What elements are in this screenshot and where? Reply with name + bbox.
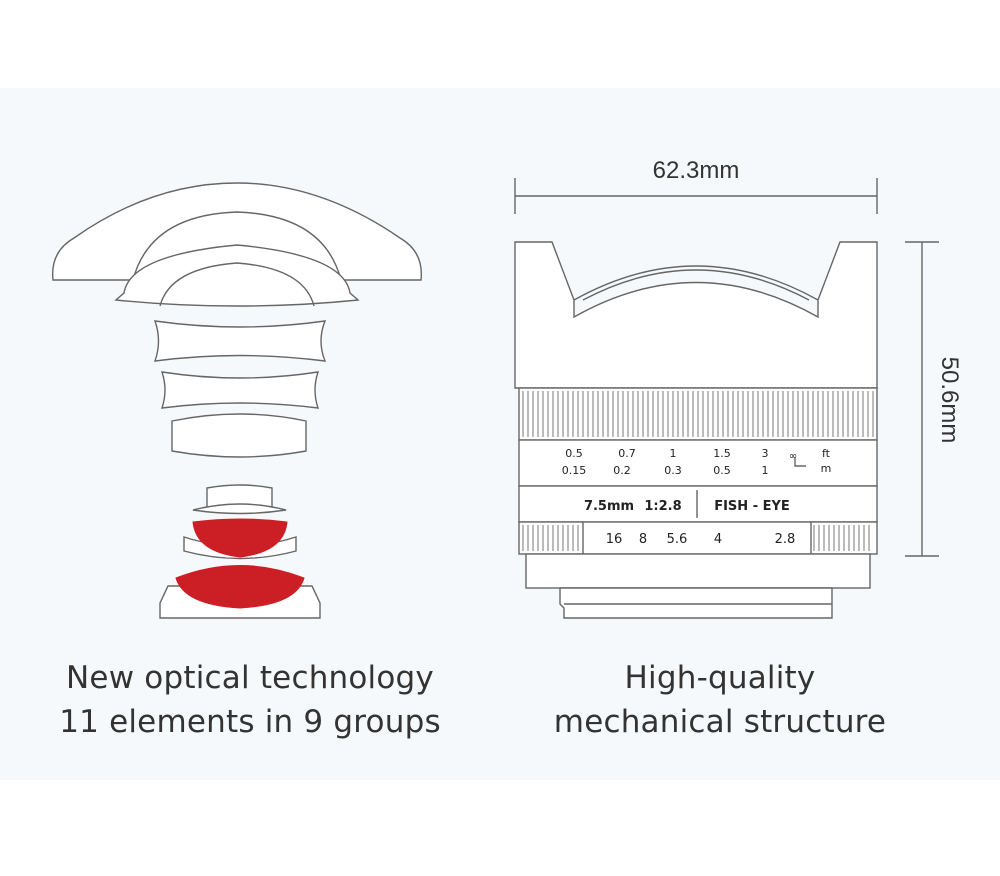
f-stop-8: 8 (639, 532, 647, 547)
label-band (518, 485, 878, 523)
lens-element-5 (171, 413, 307, 458)
lens-mount (559, 587, 833, 619)
ft-mark-0.7: 0.7 (618, 447, 636, 460)
f-stop-2.8: 2.8 (775, 532, 796, 547)
optical-caption-line-1: New optical technology (66, 660, 434, 696)
infinity-bracket (794, 458, 806, 467)
mechanical-caption-line-2: mechanical structure (553, 704, 887, 740)
front-glass-outer (573, 265, 819, 301)
red-lens-element-1 (192, 518, 288, 558)
optical-caption-line-2: 11 elements in 9 groups (59, 704, 441, 740)
lens-element-2-inner (159, 262, 315, 307)
red-lens-element-2 (175, 565, 305, 609)
m-unit: m (821, 462, 832, 475)
optical-caption: New optical technology 11 elements in 9 … (20, 656, 480, 744)
lens-element-7 (192, 503, 287, 515)
ft-mark-3: 3 (762, 447, 769, 460)
focus-ring-knurling (522, 391, 874, 437)
aperture-ring-knurling (522, 525, 870, 551)
m-mark-0.2: 0.2 (613, 464, 631, 477)
lens-element-3 (153, 320, 327, 362)
f-stop-5.6: 5.6 (667, 532, 688, 547)
width-dimension-label: 62.3mm (653, 157, 740, 184)
mechanical-caption-line-1: High-quality (624, 660, 816, 696)
distance-scale-barrel (518, 439, 878, 487)
ft-unit: ft (822, 447, 831, 460)
lens-type-label: FISH - EYE (714, 499, 790, 514)
ft-mark-1.5: 1.5 (713, 447, 731, 460)
lens-element-4 (160, 371, 320, 409)
m-mark-0.15: 0.15 (562, 464, 587, 477)
lens-hood (514, 241, 878, 389)
optical-diagram (51, 182, 423, 619)
front-glass-inner (582, 269, 810, 301)
focal-length-label: 7.5mm (584, 499, 634, 514)
mechanical-diagram (514, 178, 939, 619)
lens-element-1-inner (132, 211, 342, 281)
f-stop-4: 4 (714, 532, 722, 547)
ft-mark-infinity: ∞ (789, 451, 797, 462)
f-stop-16: 16 (606, 532, 623, 547)
m-mark-0.3: 0.3 (664, 464, 682, 477)
aperture-ring (518, 521, 878, 555)
mechanical-caption: High-quality mechanical structure (490, 656, 950, 744)
ft-mark-1: 1 (670, 447, 677, 460)
aperture-scale: 16 8 5.6 4 2.8 (606, 532, 796, 547)
height-dimension-label: 50.6mm (936, 357, 963, 444)
distance-scale-feet: 0.5 0.7 1 1.5 3 ∞ ft (565, 447, 830, 462)
distance-scale-meters: 0.15 0.2 0.3 0.5 1 m (562, 462, 832, 477)
lens-element-2 (114, 244, 360, 307)
special-elements (175, 518, 305, 609)
max-aperture-label: 1:2.8 (644, 499, 681, 514)
lens-element-1 (51, 182, 423, 281)
m-mark-1: 1 (762, 464, 769, 477)
ft-mark-0.5: 0.5 (565, 447, 583, 460)
rear-body (525, 553, 871, 589)
m-mark-0.5: 0.5 (713, 464, 731, 477)
